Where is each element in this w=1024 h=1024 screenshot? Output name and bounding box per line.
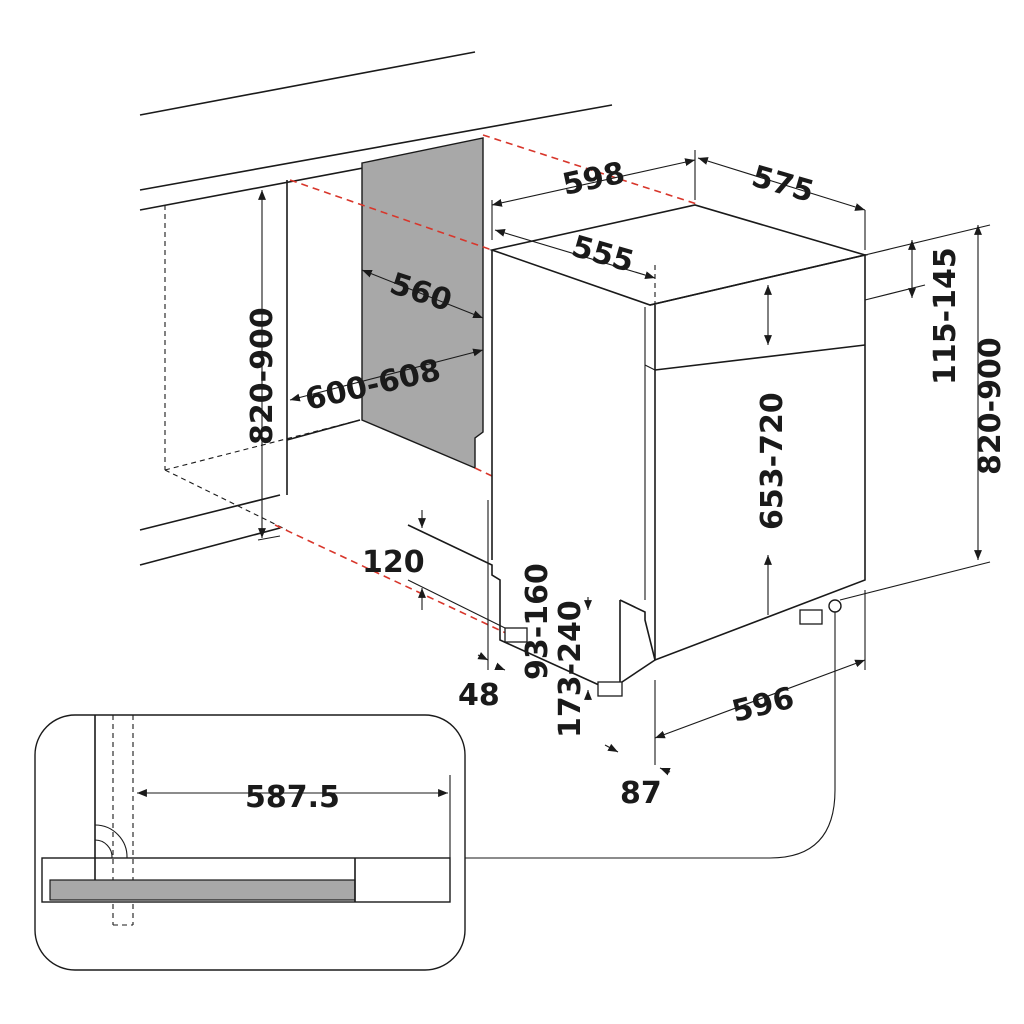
label-total-height: 820-900 [973,337,1008,475]
label-top-gap: 115-145 [928,247,963,385]
label-niche-height: 820-900 [245,307,280,445]
label-foot-b: 173-240 [553,600,588,738]
foot-front-right [597,681,623,697]
detail-marker [828,599,842,613]
label-depth: 575 [748,159,818,210]
label-door-height: 653-720 [755,392,790,530]
label-inset-depth: 587.5 [245,780,340,815]
detail-inset [34,612,836,971]
foot-back-right [799,609,823,625]
label-inner-depth: 555 [568,229,638,280]
label-plinth: 120 [362,545,425,580]
foot-front-left [504,627,528,643]
label-side-offset: 48 [458,678,500,713]
label-front-offset: 87 [620,776,662,811]
dimension-lines [257,150,991,776]
label-front-width: 596 [728,681,797,730]
inset-gray-bar [49,879,356,901]
label-foot-a: 93-160 [520,563,555,680]
cabinet-niche [139,51,613,566]
dimension-labels: 598 575 555 560 600-608 820-900 115-145 … [245,156,1008,815]
